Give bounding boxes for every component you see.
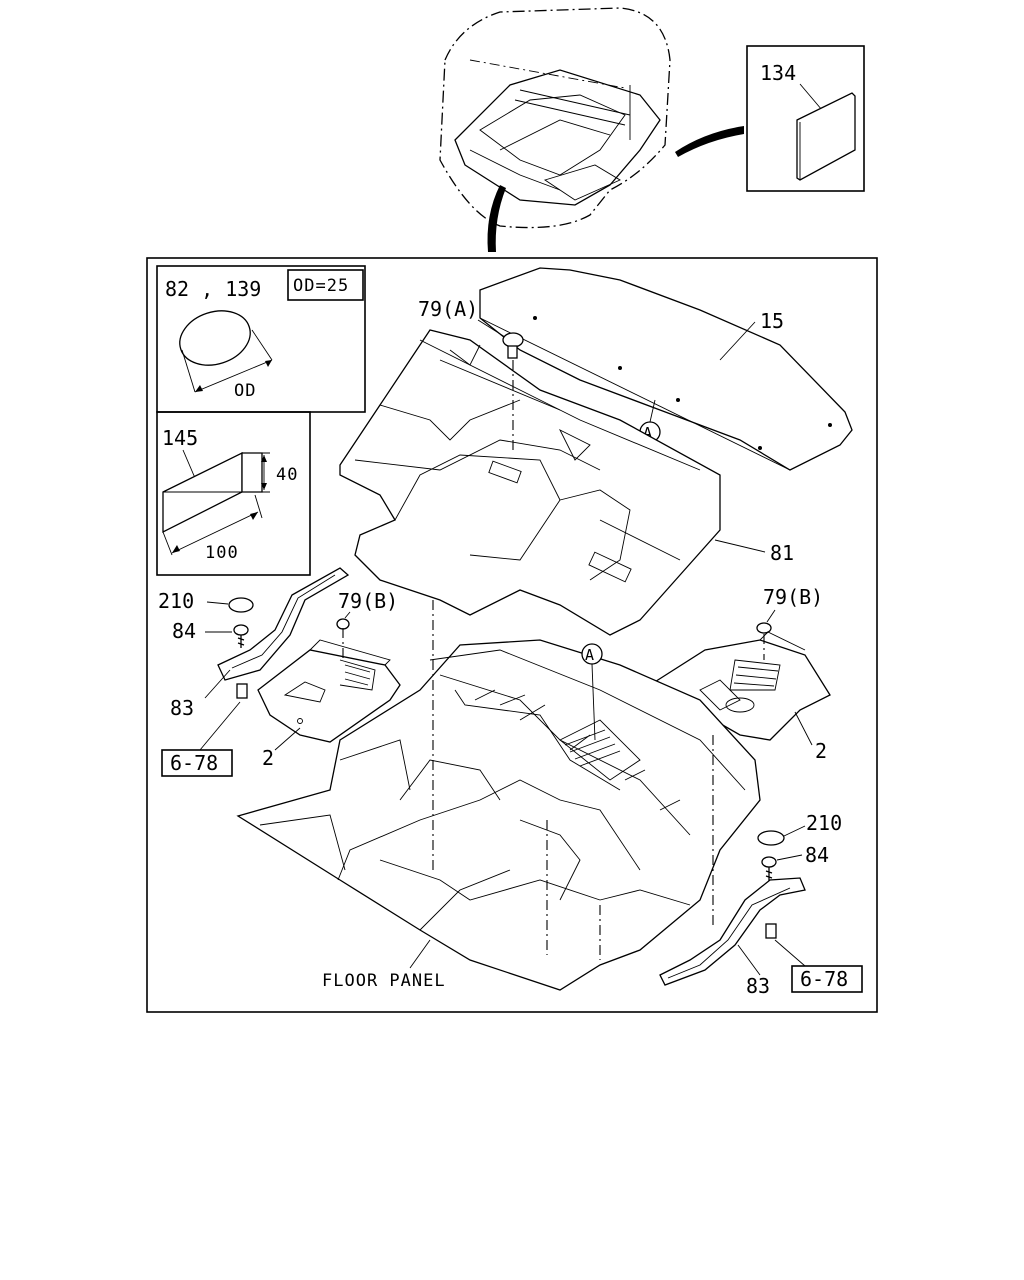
inset-od-part: 82 , 139 OD=25 OD (156, 265, 366, 413)
callout-a-lower: A (585, 646, 594, 664)
label-6-78-right: 6-78 (800, 967, 848, 991)
label-6-78-left: 6-78 (170, 751, 218, 775)
label-100: 100 (205, 543, 239, 563)
assembly-lines (342, 600, 765, 960)
floor-panel: FLOOR PANEL A (236, 639, 761, 991)
mat-81: 81 (339, 329, 794, 636)
left-fastener-group: 210 84 79(B) (158, 589, 398, 648)
label-82-139: 82 , 139 (165, 277, 261, 301)
label-79a: 79(A) (418, 297, 478, 321)
label-84-right: 84 (805, 843, 829, 867)
label-210-right: 210 (806, 811, 842, 835)
main-frame (146, 257, 878, 1013)
cab-overview (439, 7, 671, 229)
label-15: 15 (760, 309, 784, 333)
insulator-134-box: 134 (746, 45, 865, 192)
pad-2-left: 2 (257, 639, 401, 770)
label-210-left: 210 (158, 589, 194, 613)
rail-83-right: 83 6-78 (659, 877, 863, 998)
label-floor-panel: FLOOR PANEL (322, 971, 446, 991)
label-81: 81 (770, 541, 794, 565)
leader-cab-to-134 (675, 126, 744, 157)
callout-a-upper: A (643, 424, 652, 442)
label-83-left: 83 (170, 696, 194, 720)
right-fastener-group: 210 84 (757, 811, 842, 882)
panel-15: 15 A (479, 267, 853, 471)
label-79b-right: 79(B) (763, 585, 823, 609)
label-40: 40 (276, 465, 298, 485)
label-83-right: 83 (746, 974, 770, 998)
label-134: 134 (760, 61, 796, 85)
label-od-dim: OD (234, 381, 256, 401)
rail-83-left: 83 6-78 (161, 567, 350, 777)
label-2-right: 2 (815, 739, 827, 763)
clip-79a: 79(A) (418, 297, 524, 450)
label-84-left: 84 (172, 619, 196, 643)
label-79b-left: 79(B) (338, 589, 398, 613)
leader-cab-to-panel (487, 185, 506, 252)
inset-block-145: 145 40 100 (156, 411, 311, 576)
label-od-25: OD=25 (293, 276, 349, 296)
label-145: 145 (162, 426, 198, 450)
label-2-left: 2 (262, 746, 274, 770)
